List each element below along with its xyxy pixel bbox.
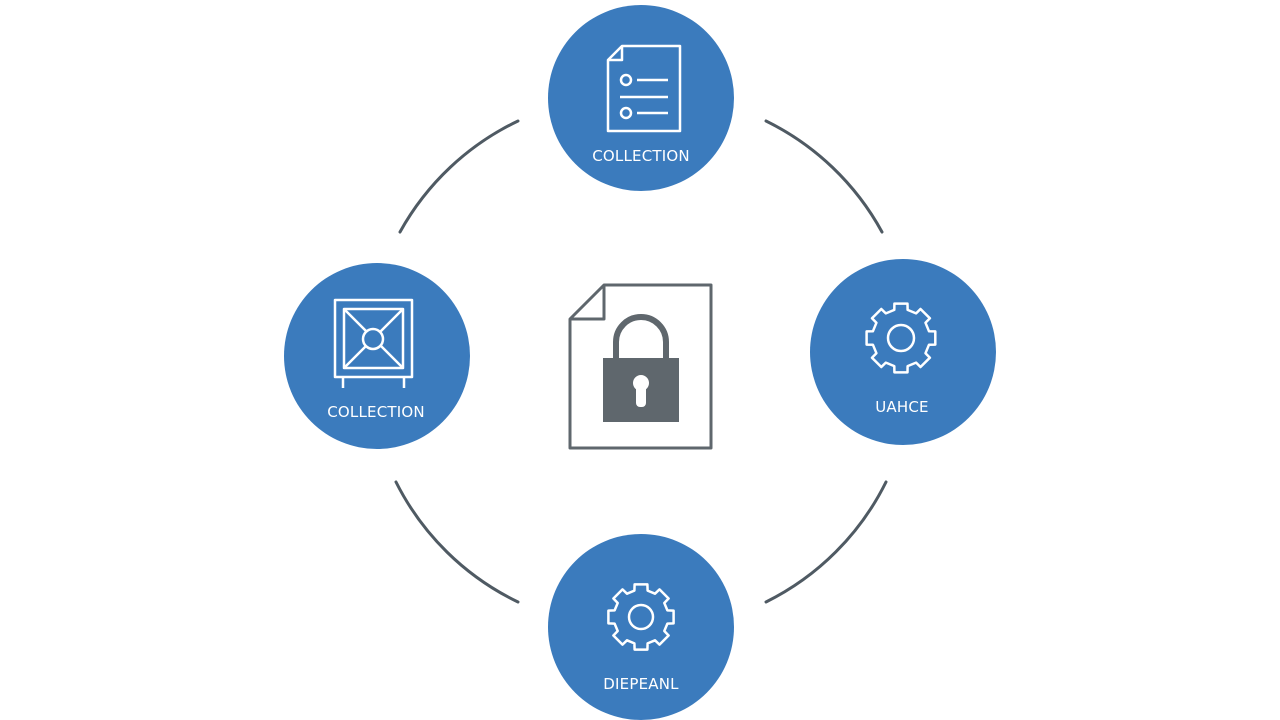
node-right-label: UAHCE — [875, 398, 928, 416]
node-left: COLLECTION — [284, 263, 470, 449]
node-bottom-circle — [548, 534, 734, 720]
connector-top-right — [764, 119, 884, 234]
connector-right-bottom — [764, 480, 888, 604]
safe-icon — [333, 298, 414, 388]
gear-icon — [607, 583, 675, 651]
connector-top-left — [398, 119, 520, 234]
node-top: COLLECTION — [548, 5, 734, 191]
lock-shackle — [613, 314, 669, 358]
node-bottom-label: DIEPEANL — [603, 675, 679, 693]
connector-left-bottom — [394, 480, 520, 604]
locked-document-icon — [568, 283, 713, 450]
node-left-circle — [284, 263, 470, 449]
gear-icon — [865, 302, 937, 374]
node-top-label: COLLECTION — [592, 147, 690, 165]
document-list-icon — [606, 44, 682, 133]
node-left-label: COLLECTION — [327, 403, 425, 421]
node-bottom: DIEPEANL — [548, 534, 734, 720]
cycle-connectors — [394, 119, 888, 604]
node-right: UAHCE — [810, 259, 996, 445]
